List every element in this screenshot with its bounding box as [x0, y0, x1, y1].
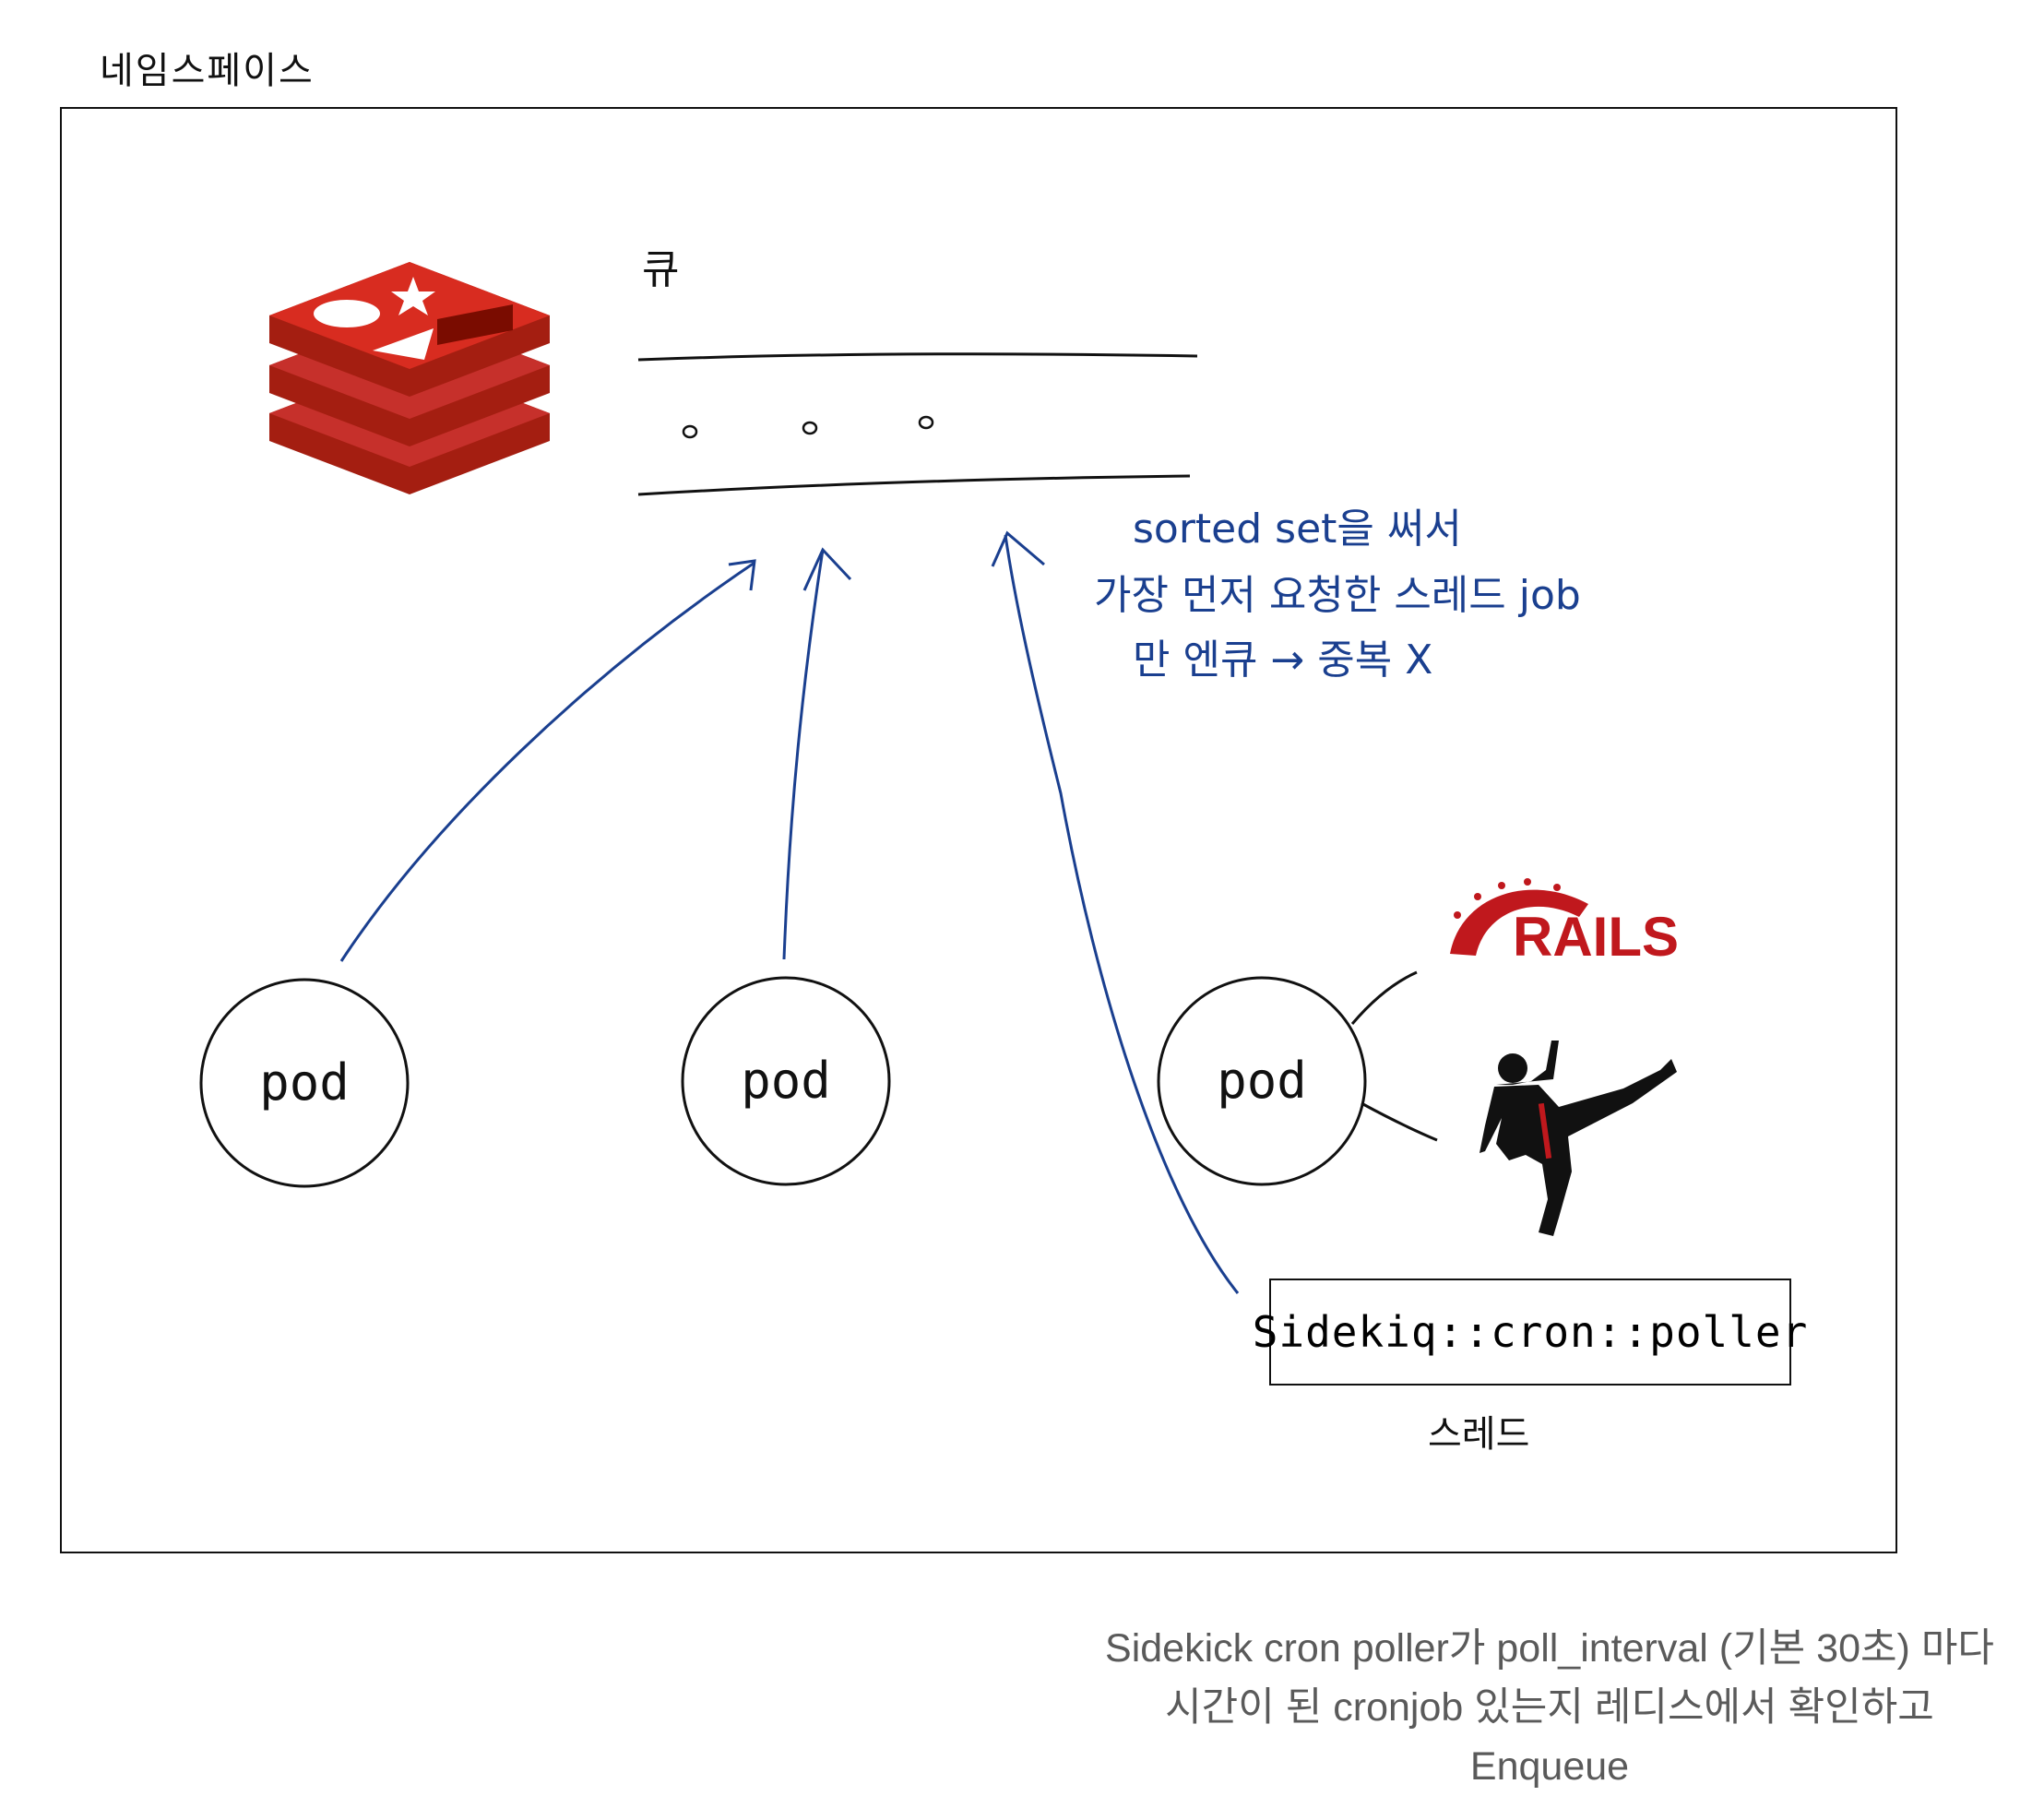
poller-box: Sidekiq::cron::poller [1253, 1279, 1807, 1386]
queue-item [682, 424, 698, 439]
thread-label: 스레드 [1428, 1413, 1530, 1456]
arrowhead-poller [991, 530, 1045, 567]
arrows [339, 530, 1240, 1294]
pod-label: pod [741, 1052, 831, 1110]
queue [637, 352, 1198, 496]
arrow-pod1 [339, 561, 755, 962]
sorted-set-note: sorted set을 써서 가장 먼저 요청한 스레드 job 만 엔큐 → … [1094, 505, 1581, 684]
connector-rails [1350, 970, 1418, 1025]
arrowhead-pod1 [728, 559, 756, 591]
note-line-3: 만 엔큐 → 중복 X [1133, 636, 1432, 684]
queue-item [802, 421, 818, 435]
pod-2: pod [681, 976, 891, 1186]
sidekiq-logo [1480, 1041, 1677, 1236]
caption-line-2: 시간이 된 cronjob 있는지 레디스에서 확인하고 [1165, 1685, 1934, 1730]
pod-label: pod [1217, 1052, 1307, 1110]
arrowhead-pod2 [802, 547, 852, 591]
note-line-1: sorted set을 써서 [1133, 505, 1462, 553]
caption: Sidekick cron poller가 poll_interval (기본 … [1015, 1619, 2044, 1796]
pod-label: pod [259, 1053, 350, 1112]
arrow-pod2 [782, 549, 825, 960]
queue-label: 큐 [642, 246, 680, 293]
rails-wordmark: RAILS [1513, 906, 1679, 968]
redis-logo [269, 262, 550, 494]
caption-line-3: Enqueue [1469, 1744, 1630, 1789]
connector-sidekiq [1361, 1101, 1438, 1142]
namespace-box [60, 107, 1897, 1553]
rails-logo: RAILS [1450, 878, 1679, 968]
note-line-2: 가장 먼저 요청한 스레드 job [1094, 572, 1581, 619]
namespace-label: 네임스페이스 [100, 50, 315, 92]
caption-line-1: Sidekick cron poller가 poll_interval (기본 … [1105, 1626, 1994, 1671]
poller-label: Sidekiq::cron::poller [1252, 1307, 1809, 1357]
queue-item [918, 415, 934, 430]
arrow-poller [1004, 534, 1240, 1294]
pod-1: pod [199, 978, 410, 1188]
pod-3: pod [1157, 976, 1367, 1186]
